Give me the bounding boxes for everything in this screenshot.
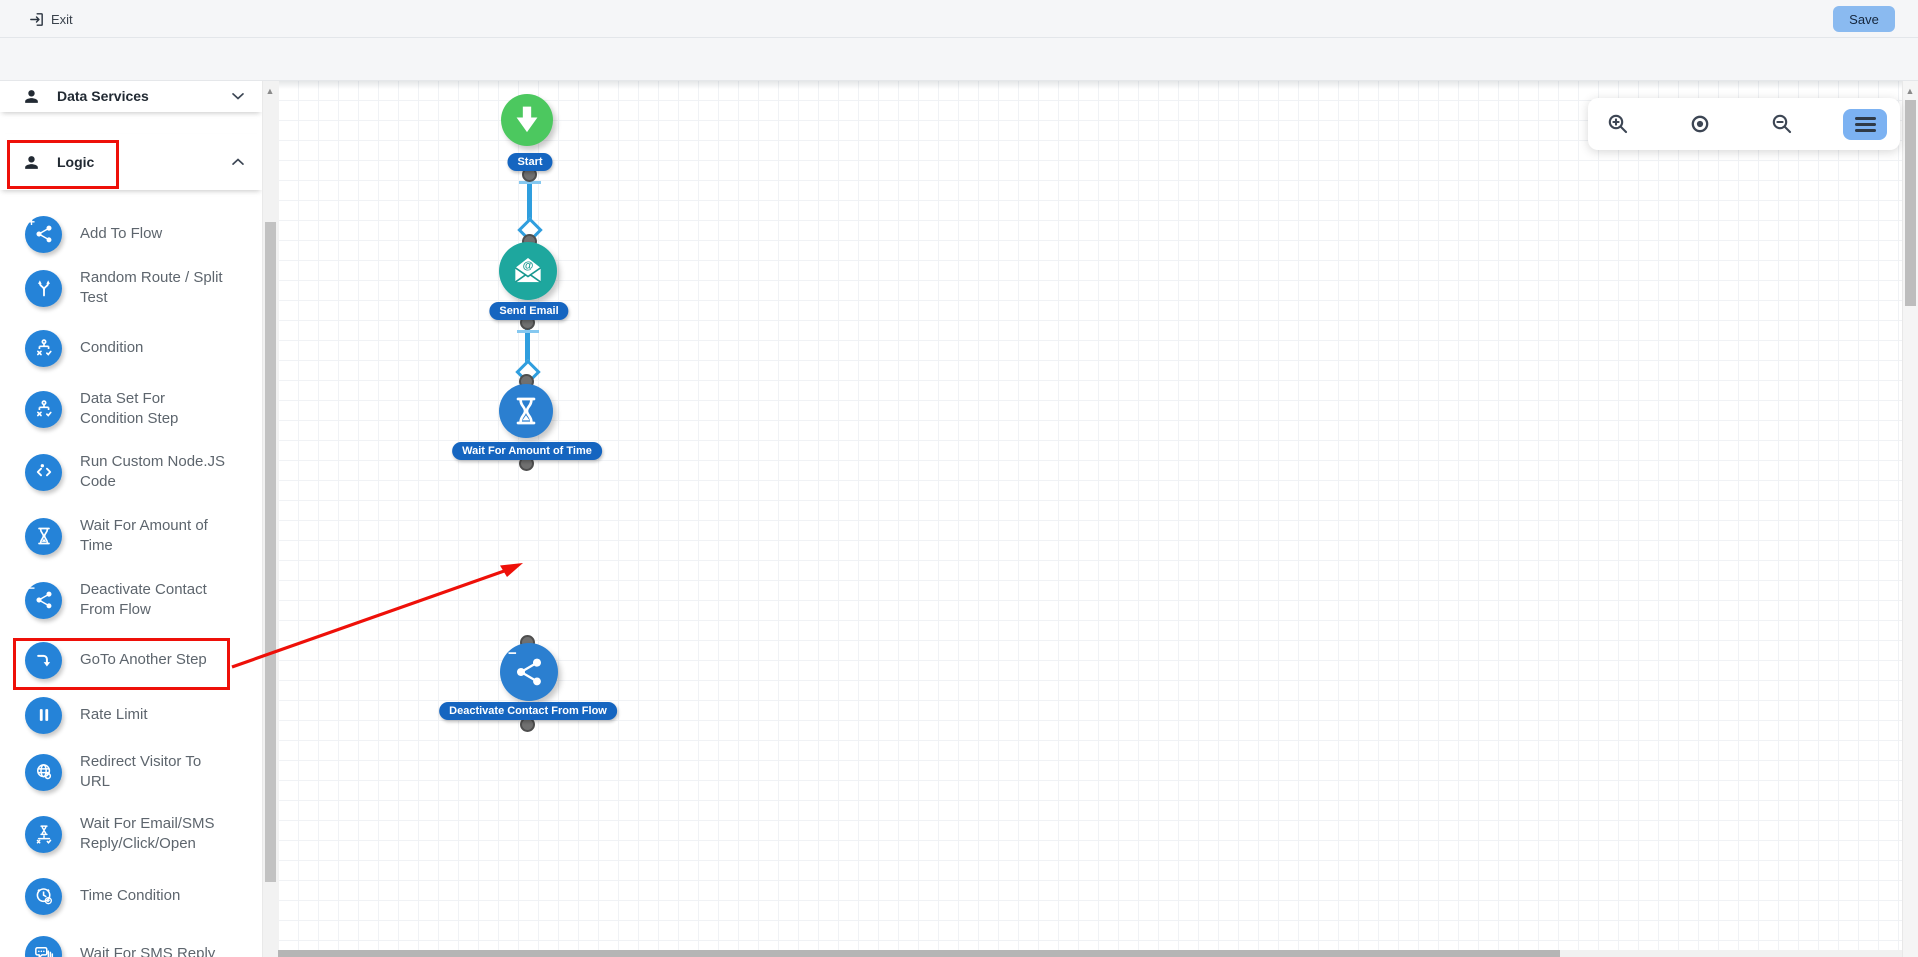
- sidebar-section-logic[interactable]: Logic: [0, 134, 262, 190]
- node-wait-for-amount-of-time[interactable]: [499, 384, 553, 438]
- menu-button[interactable]: [1843, 109, 1887, 140]
- sidebar-item-deactivate-contact-from-flow[interactable]: Deactivate Contact From Flow: [0, 568, 262, 632]
- sidebar-item-goto-another-step[interactable]: GoTo Another Step: [0, 632, 262, 688]
- person-icon: [22, 153, 41, 172]
- share-minus-icon: [513, 656, 545, 688]
- zoom-out-icon: [1770, 112, 1794, 136]
- sidebar-item-rate-limit[interactable]: Rate Limit: [0, 688, 262, 742]
- sidebar-item-random-route-split-test[interactable]: Random Route / Split Test: [0, 258, 262, 318]
- sidebar-scrollbar-thumb[interactable]: [265, 222, 276, 882]
- svg-text:@: @: [523, 260, 534, 272]
- section-label: Logic: [57, 154, 95, 170]
- menu-icon: [1854, 117, 1876, 120]
- sidebar-item-redirect-visitor-to-url[interactable]: Redirect Visitor To URL: [0, 742, 262, 802]
- exit-icon: [28, 11, 45, 28]
- section-label: Data Services: [57, 88, 149, 104]
- clock-icon: [25, 877, 62, 915]
- canvas-scrollbar-up-arrow[interactable]: ▲: [1905, 86, 1915, 96]
- connection-send-email-to-wait: [525, 324, 530, 380]
- chevron-up-icon[interactable]: [228, 152, 248, 172]
- save-button[interactable]: Save: [1833, 6, 1895, 32]
- sidebar-item-data-set-for-condition-step[interactable]: Data Set For Condition Step: [0, 378, 262, 440]
- connection-tick: [517, 330, 539, 333]
- decision-tree-icon: [25, 390, 62, 428]
- secondary-toolbar: [0, 38, 1918, 81]
- chevron-down-icon[interactable]: [228, 86, 248, 106]
- sidebar-item-run-custom-nodejs-code[interactable]: Run Custom Node.JS Code: [0, 440, 262, 504]
- node-send-email[interactable]: @: [499, 242, 557, 300]
- sidebar-section-data-services[interactable]: Data Services: [0, 80, 262, 112]
- globe-icon: [25, 753, 62, 791]
- sidebar-item-time-condition[interactable]: Time Condition: [0, 866, 262, 926]
- decision-tree-icon: [25, 329, 62, 367]
- split-arrows-icon: [25, 269, 62, 307]
- top-bar: Exit Save: [0, 0, 1918, 38]
- goto-arrow-icon: [25, 641, 62, 679]
- hourglass-check-icon: [25, 815, 62, 853]
- node-deactivate-contact-from-flow[interactable]: −: [500, 643, 558, 701]
- sidebar-item-condition[interactable]: Condition: [0, 318, 262, 378]
- canvas-vertical-scrollbar-thumb[interactable]: [1905, 100, 1916, 306]
- sidebar-item-wait-for-amount-of-time[interactable]: Wait For Amount of Time: [0, 504, 262, 568]
- share-plus-icon: [25, 215, 62, 253]
- hourglass-icon: [25, 517, 62, 555]
- sidebar-scrollbar-up-arrow[interactable]: ▲: [265, 86, 275, 96]
- node-label-start: Start: [507, 153, 553, 171]
- node-label-deactivate: Deactivate Contact From Flow: [439, 702, 617, 720]
- logic-step-list: Add To Flow Random Route / Split Test Co…: [0, 210, 262, 957]
- sidebar-item-wait-for-sms-reply[interactable]: Wait For SMS Reply: [0, 926, 262, 957]
- sidebar-item-wait-for-email-sms-reply-click-open[interactable]: Wait For Email/SMS Reply/Click/Open: [0, 802, 262, 866]
- zoom-out-button[interactable]: [1770, 111, 1796, 137]
- connection-tick: [519, 181, 541, 184]
- code-icon: [25, 453, 62, 491]
- person-icon: [22, 87, 41, 106]
- pause-icon: [25, 696, 62, 734]
- exit-button[interactable]: Exit: [28, 7, 73, 31]
- node-label-send-email: Send Email: [489, 302, 569, 320]
- share-minus-icon: [25, 581, 62, 619]
- node-label-wait: Wait For Amount of Time: [452, 442, 602, 460]
- connection-start-to-send-email: [527, 176, 532, 240]
- zoom-toolbar: [1588, 98, 1900, 150]
- hourglass-icon: [510, 395, 542, 427]
- canvas-horizontal-scrollbar-thumb[interactable]: [278, 950, 1560, 957]
- sidebar-item-add-to-flow[interactable]: Add To Flow: [0, 210, 262, 258]
- node-start[interactable]: [501, 94, 553, 146]
- center-view-button[interactable]: [1688, 111, 1714, 137]
- flow-canvas[interactable]: [278, 80, 1902, 950]
- exit-label: Exit: [51, 11, 73, 27]
- center-target-icon: [1688, 112, 1712, 136]
- down-arrow-icon: [507, 100, 547, 140]
- email-at-icon: @: [514, 257, 542, 283]
- zoom-in-button[interactable]: [1606, 111, 1632, 137]
- steps-sidebar: Data Services Logic Add To Flow Random R…: [0, 80, 262, 957]
- minus-badge-icon: −: [508, 645, 517, 662]
- sms-bubble-icon: [25, 935, 62, 957]
- zoom-in-icon: [1606, 112, 1630, 136]
